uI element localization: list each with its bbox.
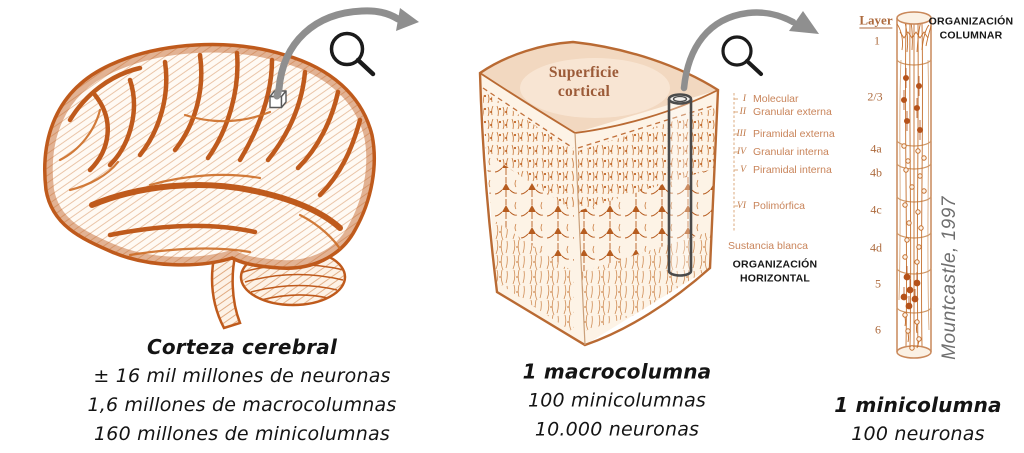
layer-numeral-6: VI bbox=[737, 201, 746, 211]
macrocolumn-cube bbox=[478, 40, 738, 347]
white-matter-label: Sustancia blanca bbox=[728, 240, 808, 252]
layer-tick-4c: 4c bbox=[870, 202, 882, 217]
layer-tick-6: 6 bbox=[875, 322, 881, 337]
layer-tick-4d: 4d bbox=[870, 240, 882, 255]
probe-cylinder bbox=[667, 93, 693, 277]
layer-numeral-2: II bbox=[739, 107, 746, 117]
minicolumn-caption: 1 minicolumna 100 neuronas bbox=[834, 393, 1002, 445]
citation: Mountcastle, 1997 bbox=[939, 196, 960, 360]
magnifier-icon bbox=[329, 31, 376, 77]
layer-numeral-5: V bbox=[740, 165, 746, 175]
layer-numeral-3: III bbox=[736, 129, 747, 139]
layer-name-granular-interna: Granular interna bbox=[753, 146, 829, 158]
brain-illustration bbox=[43, 42, 377, 330]
layer-name-piramidal-externa: Piramidal externa bbox=[753, 128, 835, 140]
layer-tick-5: 5 bbox=[875, 276, 881, 291]
layer-numeral-1: I bbox=[742, 94, 746, 104]
layer-name-granular-externa: Granular externa bbox=[753, 106, 832, 118]
layer-tick-4a: 4a bbox=[870, 141, 882, 156]
layer-tick-1: 1 bbox=[874, 33, 880, 48]
organization-horizontal-label: ORGANIZACIÓN HORIZONTAL bbox=[732, 258, 818, 285]
zoom-arrow-icon bbox=[273, 7, 419, 100]
minicolumn-caption-title: 1 minicolumna bbox=[834, 393, 1002, 417]
layer-name-polimorfica: Polimórfica bbox=[753, 200, 805, 212]
pyramidal-somas-l23 bbox=[901, 68, 924, 140]
brain-caption-title: Corteza cerebral bbox=[146, 335, 338, 359]
layer-tick-4b: 4b bbox=[870, 165, 882, 180]
macrocolumn-caption-title: 1 macrocolumna bbox=[522, 359, 712, 384]
layer-header: Layer bbox=[859, 12, 893, 29]
surface-label: Superficie cortical bbox=[548, 64, 620, 100]
macrocolumn-caption: 1 macrocolumna 100 minicolumnas 10.000 n… bbox=[522, 359, 712, 441]
magnifier-icon bbox=[721, 35, 763, 76]
layer-tick-23: 2/3 bbox=[867, 89, 883, 104]
layer-name-piramidal-interna: Piramidal interna bbox=[753, 164, 832, 176]
brain-caption: Corteza cerebral ± 16 mil millones de ne… bbox=[87, 335, 397, 445]
zoom-arrow-icon bbox=[680, 9, 819, 92]
minicolumn-cylinder bbox=[896, 11, 932, 359]
organization-columnar-label: ORGANIZACIÓN COLUMNAR bbox=[928, 15, 1014, 42]
layer-numeral-4: IV bbox=[737, 147, 746, 157]
pyramidal-somas-l5 bbox=[900, 266, 921, 310]
layer-name-molecular: Molecular bbox=[753, 93, 799, 105]
